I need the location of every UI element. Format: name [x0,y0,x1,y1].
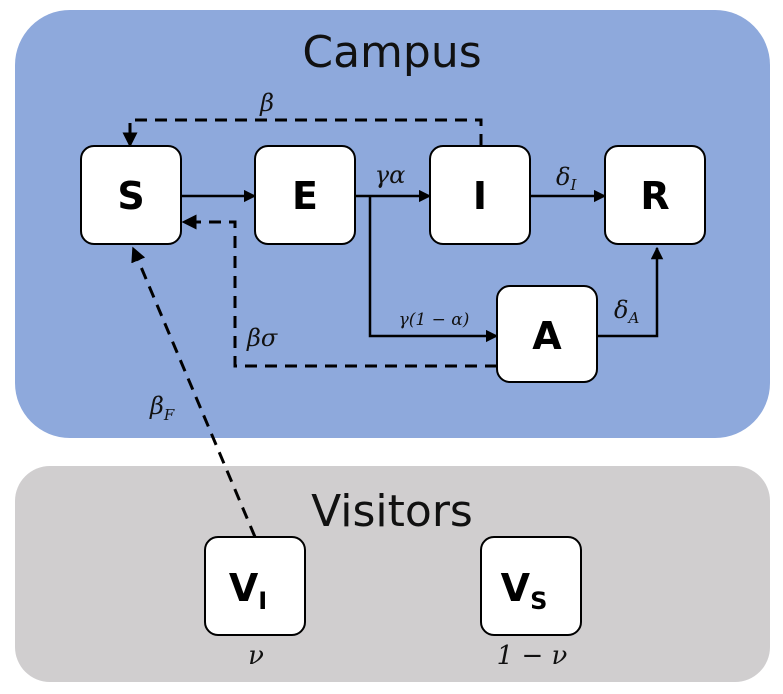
rate-beta-f: βF [149,392,175,424]
dashed-i-to-s [122,118,483,148]
compartment-e-label: E [292,174,318,218]
arrow-e-to-a [368,196,499,343]
visitors-title: Visitors [311,486,473,537]
compartment-vs: VS [480,536,582,636]
compartment-i-label: I [473,174,487,218]
dashed-a-to-s [181,214,497,368]
compartment-vi-label: VI [229,566,267,615]
compartment-i: I [429,145,531,245]
rate-beta-sigma: βσ [246,324,278,352]
compartment-r-label: R [640,174,669,218]
arrow-a-to-r [597,246,664,338]
visitors-region [15,466,770,682]
rate-delta-i: δI [556,163,577,194]
rate-gamma-alpha: γα [375,161,406,189]
dashed-vi-to-s [131,246,257,538]
compartment-a: A [496,285,598,383]
rate-delta-a: δA [614,296,639,327]
compartment-a-label: A [532,314,562,358]
fraction-vs: 1 − ν [497,641,568,671]
fraction-vi: ν [248,641,264,671]
compartment-vs-label: VS [501,566,548,615]
rate-gamma-one-minus-alpha: γ(1 − α) [399,310,470,330]
compartment-s-label: S [117,174,144,218]
rate-beta: β [259,89,274,117]
compartment-vi: VI [204,536,306,636]
campus-title: Campus [302,27,481,78]
compartment-r: R [604,145,706,245]
compartment-s: S [80,145,182,245]
compartment-e: E [254,145,356,245]
